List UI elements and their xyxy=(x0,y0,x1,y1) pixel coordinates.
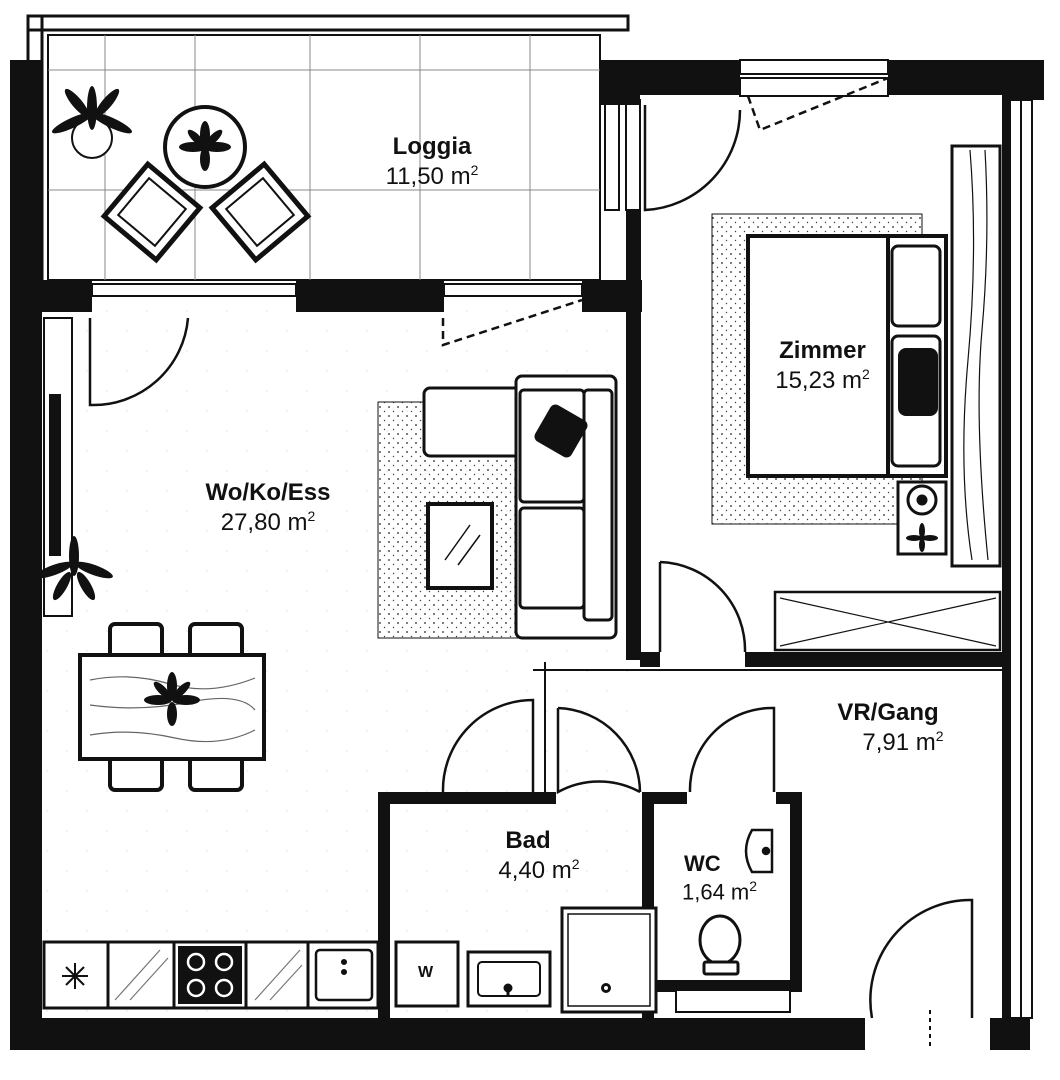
table-plant-icon xyxy=(906,523,938,552)
toilet-icon xyxy=(698,914,742,976)
loggia-windows xyxy=(91,59,889,297)
room-label-loggia: Loggia 11,50 m2 xyxy=(352,132,512,192)
coffee-table xyxy=(426,502,494,590)
potted-plant-icon xyxy=(51,86,133,159)
room-name: WC xyxy=(684,851,721,876)
room-name: Loggia xyxy=(392,133,472,160)
room-name: Bad xyxy=(505,827,551,854)
room-name: Wo/Ko/Ess xyxy=(205,479,331,506)
walls xyxy=(10,60,1044,1050)
room-area: 11,50 m2 xyxy=(385,162,479,190)
washing-machine-icon xyxy=(394,940,460,1008)
room-label-zimmer: Zimmer 15,23 m2 xyxy=(745,336,900,396)
storage-cabinet xyxy=(773,590,1002,652)
pillow xyxy=(898,348,938,416)
room-area: 7,91 m2 xyxy=(862,728,944,756)
room-label-vrgang: VR/Gang 7,91 m2 xyxy=(808,698,968,758)
wardrobe xyxy=(950,144,1002,568)
shower-icon xyxy=(560,906,658,1014)
living-left-window xyxy=(43,317,73,617)
dining-table xyxy=(78,622,266,792)
lounge-chair-left xyxy=(100,160,204,264)
right-window xyxy=(1009,99,1033,1019)
room-label-wc: WC 1,64 m2 xyxy=(676,850,786,905)
bath-sink-icon xyxy=(466,950,552,1008)
round-table xyxy=(163,105,247,189)
room-area: 4,40 m2 xyxy=(498,856,580,884)
room-name: Zimmer xyxy=(779,337,866,364)
room-label-bad: Bad 4,40 m2 xyxy=(448,826,608,886)
sofa xyxy=(422,374,618,640)
room-area: 15,23 m2 xyxy=(775,366,870,394)
table-plant-icon xyxy=(144,672,200,726)
wc-sink-icon xyxy=(744,828,774,874)
fridge-icon xyxy=(62,963,88,989)
doors xyxy=(88,76,974,1019)
stove-icon xyxy=(178,946,242,1004)
room-area: 1,64 m2 xyxy=(682,877,758,904)
room-label-wokoess: Wo/Ko/Ess 27,80 m2 xyxy=(168,478,368,538)
washer-label: W xyxy=(418,964,434,981)
sink-icon xyxy=(314,948,374,1002)
room-name: VR/Gang xyxy=(837,699,939,726)
loggia-area xyxy=(26,14,641,288)
cushion xyxy=(534,404,588,458)
potted-plant-icon xyxy=(35,536,113,601)
table-plant-icon xyxy=(179,121,231,171)
lounge-chair-right xyxy=(208,160,312,264)
room-area: 27,80 m2 xyxy=(220,508,316,536)
